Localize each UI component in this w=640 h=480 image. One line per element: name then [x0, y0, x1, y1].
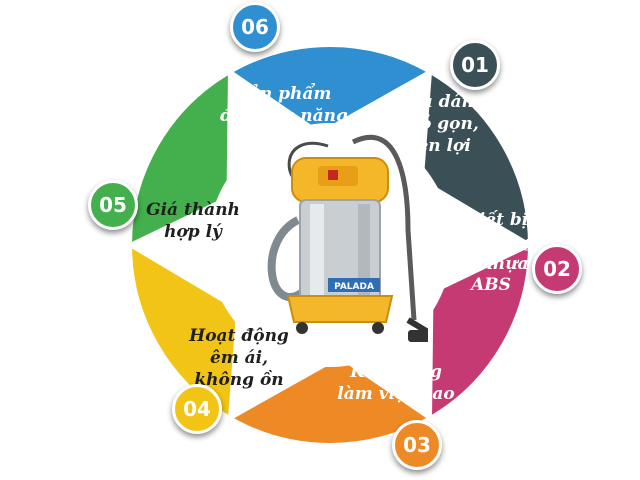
brand-label: PALADA	[334, 282, 374, 292]
badge-04: 04	[172, 384, 222, 434]
vacuum-cleaner-image: PALADA	[267, 134, 428, 342]
segment-06-shape	[226, 43, 435, 136]
badge-03: 03	[392, 420, 442, 470]
badge-06: 06	[230, 2, 280, 52]
segment-02-shape	[427, 241, 533, 422]
badge-05: 05	[88, 180, 138, 230]
badge-02: 02	[532, 244, 582, 294]
segment-01-shape	[419, 68, 533, 249]
badge-01: 01	[450, 40, 500, 90]
